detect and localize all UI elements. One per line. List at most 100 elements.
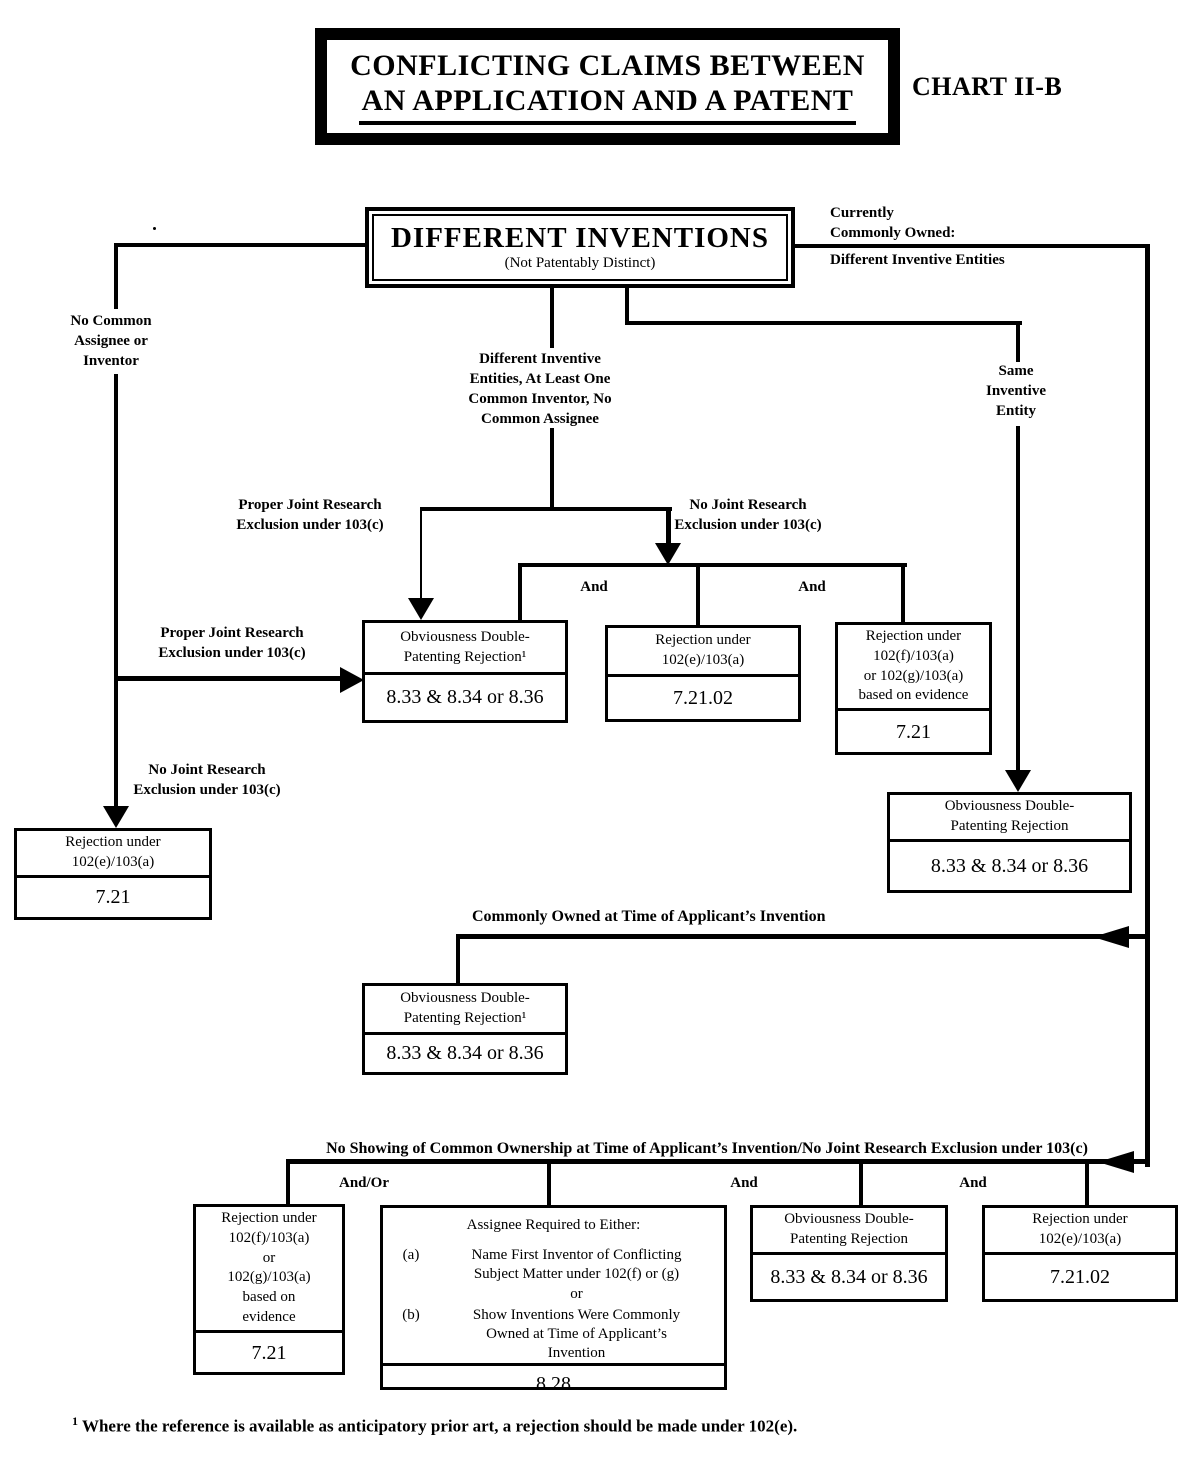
connector-drop-odp-commonly-owned	[456, 934, 460, 983]
connector-right-border-vertical	[1145, 244, 1150, 1167]
node-rejection-102e-center-code: 7.21.02	[608, 674, 798, 719]
connector-drop-odp-bottom	[859, 1159, 863, 1205]
node-rejection-102f-center: Rejection under 102(f)/103(a) or 102(g)/…	[835, 622, 992, 755]
connector-left-vertical-upper	[114, 243, 118, 309]
node-rejection-102fg-bottom-title: Rejection under 102(f)/103(a) or 102(g)/…	[221, 1210, 317, 1325]
node-odp-bottom-code: 8.33 & 8.34 or 8.36	[753, 1252, 945, 1299]
node-odp-commonly-owned-title: Obviousness Double- Patenting Rejection¹	[400, 990, 530, 1026]
root-node-different-inventions: DIFFERENT INVENTIONS (Not Patentably Dis…	[365, 207, 795, 288]
node-odp-bottom-title: Obviousness Double- Patenting Rejection	[784, 1211, 914, 1247]
label-diff-entities-common-inventor: Different Inventive Entities, At Least O…	[468, 351, 612, 427]
root-node-inner: DIFFERENT INVENTIONS (Not Patentably Dis…	[372, 214, 788, 281]
arrow-down-into-odp-right-box	[1005, 770, 1031, 792]
label-no-jre-center: No Joint Research Exclusion under 103(c)	[674, 497, 822, 533]
node-odp-bottom: Obviousness Double- Patenting Rejection …	[750, 1205, 948, 1302]
assignee-item-b-text: Show Inventions Were Commonly Owned at T…	[472, 1307, 681, 1361]
label-and-bottom-1: And	[730, 1175, 758, 1191]
assignee-or-spacer	[383, 1285, 439, 1304]
connector-same-entity-stub	[625, 288, 629, 325]
connector-left-vertical-lower	[114, 374, 118, 808]
node-odp-right-title: Obviousness Double- Patenting Rejection	[944, 798, 1075, 834]
connector-left-top-horizontal	[116, 243, 365, 247]
chart-title-line2: AN APPLICATION AND A PATENT	[358, 84, 857, 125]
label-and-right: And	[798, 579, 826, 595]
node-odp-center-code: 8.33 & 8.34 or 8.36	[365, 672, 565, 720]
chart-title-line1: CONFLICTING CLAIMS BETWEEN	[350, 49, 865, 82]
assignee-or-row: or	[383, 1285, 724, 1304]
connector-no-jre-vertical	[666, 507, 671, 545]
node-rejection-102fg-bottom: Rejection under 102(f)/103(a) or 102(g)/…	[193, 1204, 345, 1375]
node-rejection-102e-left: Rejection under 102(e)/103(a) 7.21	[14, 828, 212, 920]
label-proper-jre-center: Proper Joint Research Exclusion under 10…	[236, 497, 384, 533]
footnote-text: Where the reference is available as anti…	[81, 1416, 798, 1436]
label-currently-commonly-owned: Currently Commonly Owned:	[830, 205, 956, 241]
connector-bottom-horizontal	[286, 1159, 1150, 1164]
connector-proper-jre-thin-vertical	[420, 507, 422, 600]
arrow-down-onto-and-bar	[655, 543, 681, 565]
footnote: 1 Where the reference is available as an…	[72, 1414, 797, 1437]
label-proper-jre-left: Proper Joint Research Exclusion under 10…	[158, 625, 306, 661]
node-rejection-102e-left-code: 7.21	[17, 875, 209, 917]
node-odp-right: Obviousness Double- Patenting Rejection …	[887, 792, 1132, 893]
node-assignee-required: Assignee Required to Either: (a) Name Fi…	[380, 1205, 727, 1395]
label-and-or: And/Or	[338, 1175, 390, 1191]
connector-drop-102f-center	[901, 563, 905, 622]
node-rejection-102fg-bottom-code: 7.21	[196, 1329, 342, 1375]
node-odp-commonly-owned: Obviousness Double- Patenting Rejection¹…	[362, 983, 568, 1075]
connector-center-split-horizontal	[420, 507, 672, 511]
node-rejection-102e-center: Rejection under 102(e)/103(a) 7.21.02	[605, 625, 801, 722]
arrow-down-into-odp-center-box	[408, 598, 434, 620]
assignee-item-a: (a) Name First Inventor of Conflicting S…	[383, 1246, 724, 1284]
footnote-superscript: 1	[72, 1414, 78, 1428]
label-no-showing-common-ownership: No Showing of Common Ownership at Time o…	[326, 1140, 1088, 1157]
node-odp-center-title: Obviousness Double- Patenting Rejection¹	[400, 628, 530, 665]
label-different-inventive-entities: Different Inventive Entities	[830, 252, 1005, 268]
stray-dot	[153, 227, 156, 230]
assignee-item-a-marker: (a)	[402, 1247, 420, 1263]
node-assignee-required-body: Assignee Required to Either: (a) Name Fi…	[383, 1208, 724, 1363]
node-assignee-required-code: 8.28	[383, 1362, 724, 1404]
connector-center-vertical-lower	[550, 428, 554, 511]
assignee-item-b-marker: (b)	[402, 1307, 420, 1324]
arrow-down-into-left-rejection-box	[103, 806, 129, 828]
label-same-inventive-entity: Same Inventive Entity	[986, 363, 1046, 419]
label-no-common-assignee-or-inventor: No Common Assignee or Inventor	[70, 313, 152, 369]
label-commonly-owned-at-time: Commonly Owned at Time of Applicant’s In…	[472, 908, 826, 925]
root-node-title: DIFFERENT INVENTIONS	[390, 221, 769, 254]
connector-same-entity-vertical-upper	[1016, 321, 1020, 362]
node-rejection-102e-bottom: Rejection under 102(e)/103(a) 7.21.02	[982, 1205, 1178, 1302]
connector-drop-assignee-required	[547, 1159, 551, 1205]
node-odp-right-code: 8.33 & 8.34 or 8.36	[890, 839, 1129, 890]
node-rejection-102e-center-title: Rejection under 102(e)/103(a)	[655, 632, 751, 668]
assignee-or-separator: or	[570, 1285, 583, 1302]
root-node-subtitle: (Not Patentably Distinct)	[504, 255, 656, 272]
connector-center-vertical-upper	[550, 288, 554, 348]
node-rejection-102e-bottom-code: 7.21.02	[985, 1252, 1175, 1299]
node-assignee-required-title: Assignee Required to Either:	[466, 1217, 641, 1233]
assignee-item-a-text: Name First Inventor of Conflicting Subje…	[471, 1247, 682, 1282]
node-odp-center: Obviousness Double- Patenting Rejection¹…	[362, 620, 568, 723]
node-rejection-102e-bottom-title: Rejection under 102(e)/103(a)	[1032, 1211, 1128, 1247]
connector-drop-102e-center	[696, 563, 700, 625]
label-and-left: And	[580, 579, 608, 595]
node-rejection-102f-center-code: 7.21	[838, 708, 989, 754]
node-odp-commonly-owned-code: 8.33 & 8.34 or 8.36	[365, 1032, 565, 1072]
arrow-left-commonly-owned	[1093, 926, 1129, 948]
connector-same-entity-vertical-lower	[1016, 426, 1020, 770]
node-rejection-102f-center-title: Rejection under 102(f)/103(a) or 102(g)/…	[858, 628, 969, 704]
label-and-bottom-2: And	[959, 1175, 987, 1191]
connector-and-bar-horizontal	[518, 563, 907, 567]
arrow-right-into-odp-center-box	[340, 667, 364, 693]
connector-same-entity-horizontal	[625, 321, 1022, 325]
assignee-item-b: (b) Show Inventions Were Commonly Owned …	[383, 1306, 724, 1362]
arrow-left-no-showing	[1098, 1151, 1134, 1173]
connector-drop-102e-bottom	[1085, 1159, 1089, 1205]
chart-title-frame: CONFLICTING CLAIMS BETWEEN AN APPLICATIO…	[315, 28, 900, 145]
connector-drop-odp-center	[518, 563, 522, 620]
chart-id-label: CHART II-B	[912, 72, 1063, 101]
connector-commonly-owned-horizontal	[456, 934, 1150, 939]
connector-proper-jre-left-horizontal	[116, 676, 342, 681]
connector-right-top-horizontal	[795, 244, 1150, 248]
label-no-jre-left: No Joint Research Exclusion under 103(c)	[133, 762, 281, 798]
